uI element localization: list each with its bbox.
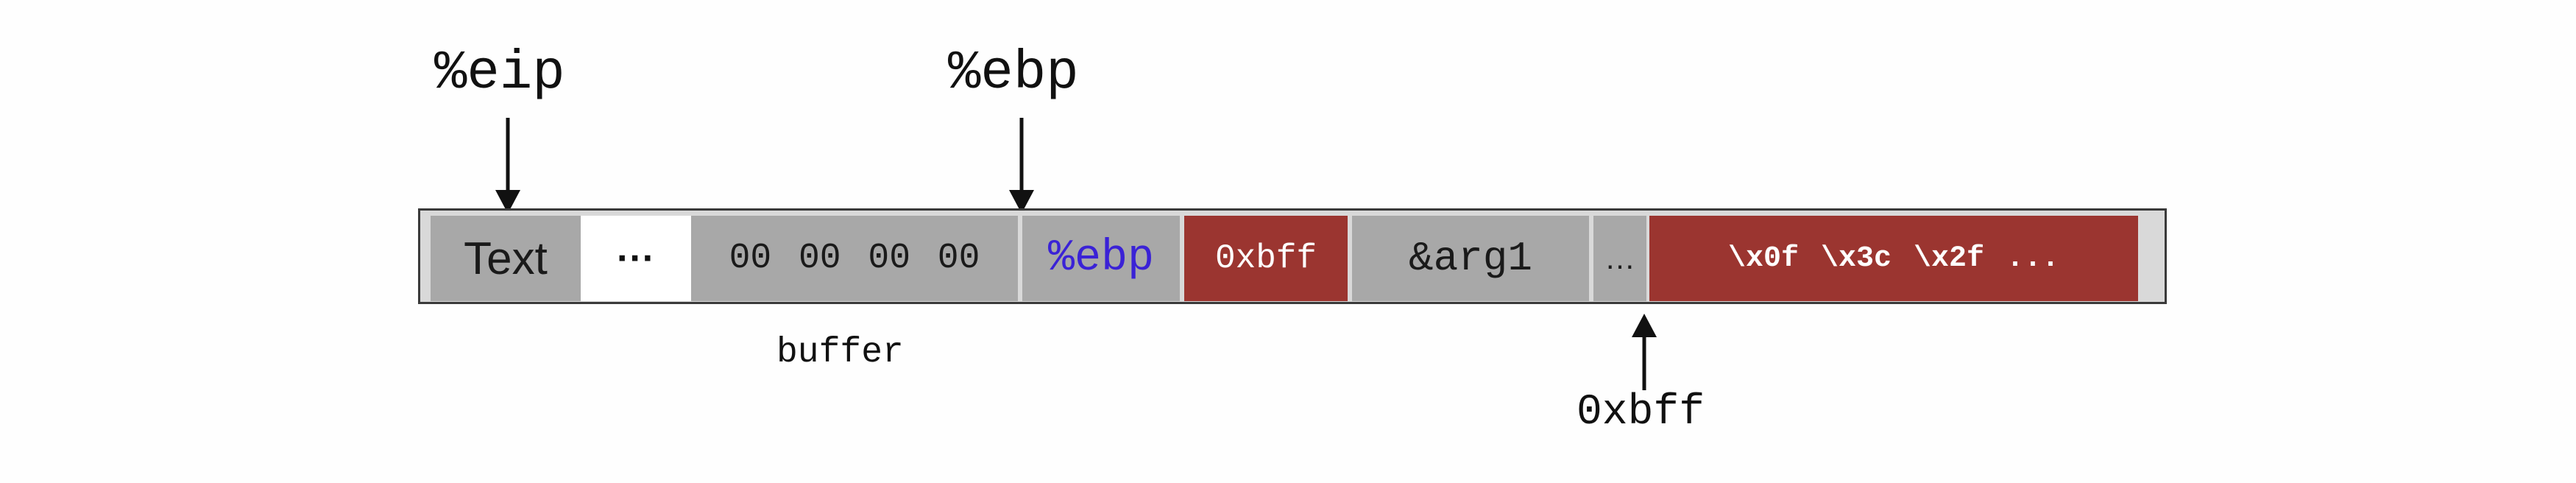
return-address-cell: 0xbff [1184,216,1348,301]
small-ellipsis-cell: … [1593,216,1646,301]
arg-cell: &arg1 [1352,216,1589,301]
buffer-label: buffer [776,333,904,373]
saved-ebp-cell: %ebp [1022,216,1180,301]
address-arrow [1632,314,1657,390]
ebp-pointer-label: %ebp [948,43,1079,105]
buffer-cell: 00 00 00 00 [691,216,1018,301]
eip-label: %eip [434,43,565,105]
memory-stack-bar: Text ··· 00 00 00 00 %ebp 0xbff &arg1 … … [418,208,2167,304]
ellipsis-cell: ··· [581,216,691,301]
shellcode-cell: \x0f \x3c \x2f ... [1649,216,2138,301]
text-segment-cell: Text [431,216,581,301]
eip-arrow [495,118,520,214]
address-label: 0xbff [1577,389,1705,437]
ebp-arrow [1009,118,1034,214]
